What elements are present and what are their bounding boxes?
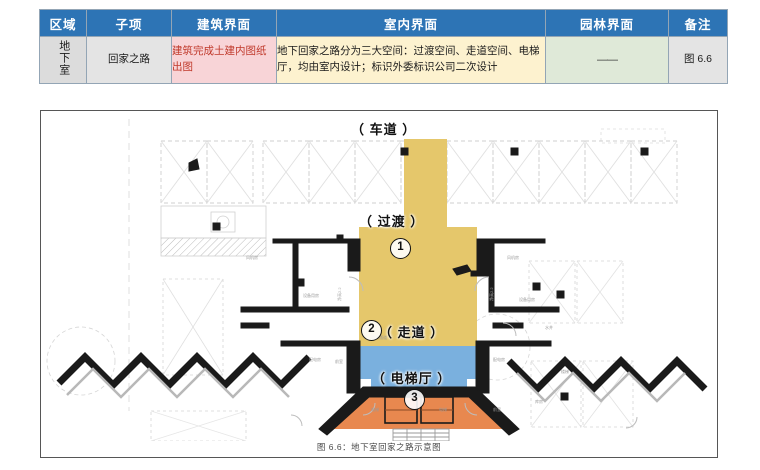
table-row: 地下室 回家之路 建筑完成土建内图纸出图 地下回家之路分为三大空间：过渡空间、走… <box>39 36 728 84</box>
cell-interior: 地下回家之路分为三大空间：过渡空间、走道空间、电梯厅，均由室内设计；标识外委标识… <box>276 36 546 84</box>
column-header-area: 区域 <box>39 9 87 37</box>
svg-text:净高2.2: 净高2.2 <box>336 287 342 301</box>
svg-text:净高2.2: 净高2.2 <box>488 287 494 301</box>
plan-background-linework <box>46 119 666 441</box>
stair-run <box>392 428 450 441</box>
column-header-landscape: 园林界面 <box>545 9 669 37</box>
sawtooth-walls-inner <box>66 367 686 403</box>
zone-lobby-fill <box>331 391 509 429</box>
figure-panel: 风机房 设备用房 风机房 设备用房 配电房 配电房 库房 电梯 电梯 前室 前室… <box>40 110 718 458</box>
zone-label-driveway: （ 车道 ） <box>351 122 417 137</box>
zone-label-corridor: （ 走道 ） <box>379 325 445 340</box>
table-body: 地下室 回家之路 建筑完成土建内图纸出图 地下回家之路分为三大空间：过渡空间、走… <box>39 36 728 84</box>
svg-text:配电房: 配电房 <box>493 356 505 362</box>
column-header-architecture: 建筑界面 <box>171 9 277 37</box>
svg-text:库房: 库房 <box>535 398 543 404</box>
sawtooth-walls <box>56 352 708 394</box>
svg-text:防火卷帘门: 防火卷帘门 <box>407 378 427 384</box>
svg-text:风机房: 风机房 <box>246 254 258 260</box>
svg-text:前室: 前室 <box>335 358 343 364</box>
zone-badge-three: 3 <box>404 389 425 410</box>
elevator-shafts <box>384 396 454 424</box>
table-header: 区域 子项 建筑界面 室内界面 园林界面 备注 <box>39 9 728 37</box>
zone-label-lobby: （ 电梯厅 ） <box>372 371 452 386</box>
cell-area: 地下室 <box>39 36 87 84</box>
svg-text:配电房: 配电房 <box>309 356 321 362</box>
cell-landscape-text: —— <box>597 53 618 66</box>
column-header-interior: 室内界面 <box>276 9 546 37</box>
zone-badge-two: 2 <box>361 320 382 341</box>
zone-badge-one: 1 <box>390 238 411 259</box>
svg-text:电梯: 电梯 <box>371 406 379 412</box>
svg-text:楼梯: 楼梯 <box>561 368 569 374</box>
svg-text:电梯: 电梯 <box>439 406 447 412</box>
cell-remark: 图 6.6 <box>668 36 728 84</box>
svg-text:水井: 水井 <box>545 324 553 330</box>
table-header-row: 区域 子项 建筑界面 室内界面 园林界面 备注 <box>39 9 728 37</box>
svg-text:风机房: 风机房 <box>507 254 519 260</box>
cell-landscape: —— <box>545 36 669 84</box>
figure-caption: 图 6.6：地下室回家之路示意图 <box>316 442 442 452</box>
svg-text:设备用房: 设备用房 <box>519 296 535 302</box>
cell-subitem: 回家之路 <box>86 36 172 84</box>
micro-dimensions: 净高2.2 净高2.2 <box>336 287 494 301</box>
parking-bays-top <box>160 140 678 204</box>
svg-text:设备用房: 设备用房 <box>303 292 319 298</box>
column-header-remark: 备注 <box>668 9 728 37</box>
spec-table-wrapper: 区域 子项 建筑界面 室内界面 园林界面 备注 地下室 回家之路 建筑完成土建内… <box>39 9 728 84</box>
column-header-subitem: 子项 <box>86 9 172 37</box>
basement-floor-plan: 风机房 设备用房 风机房 设备用房 配电房 配电房 库房 电梯 电梯 前室 前室… <box>46 119 708 441</box>
cell-architecture: 建筑完成土建内图纸出图 <box>171 36 277 84</box>
zone-label-transition: （ 过渡 ） <box>359 214 425 229</box>
door-swings <box>290 276 638 429</box>
zone-transition-fill <box>359 139 477 346</box>
svg-text:前室: 前室 <box>493 406 501 412</box>
cell-area-text: 地下室 <box>57 40 70 77</box>
zone-corridor-fill <box>359 346 477 379</box>
spec-table: 区域 子项 建筑界面 室内界面 园林界面 备注 地下室 回家之路 建筑完成土建内… <box>39 9 728 84</box>
